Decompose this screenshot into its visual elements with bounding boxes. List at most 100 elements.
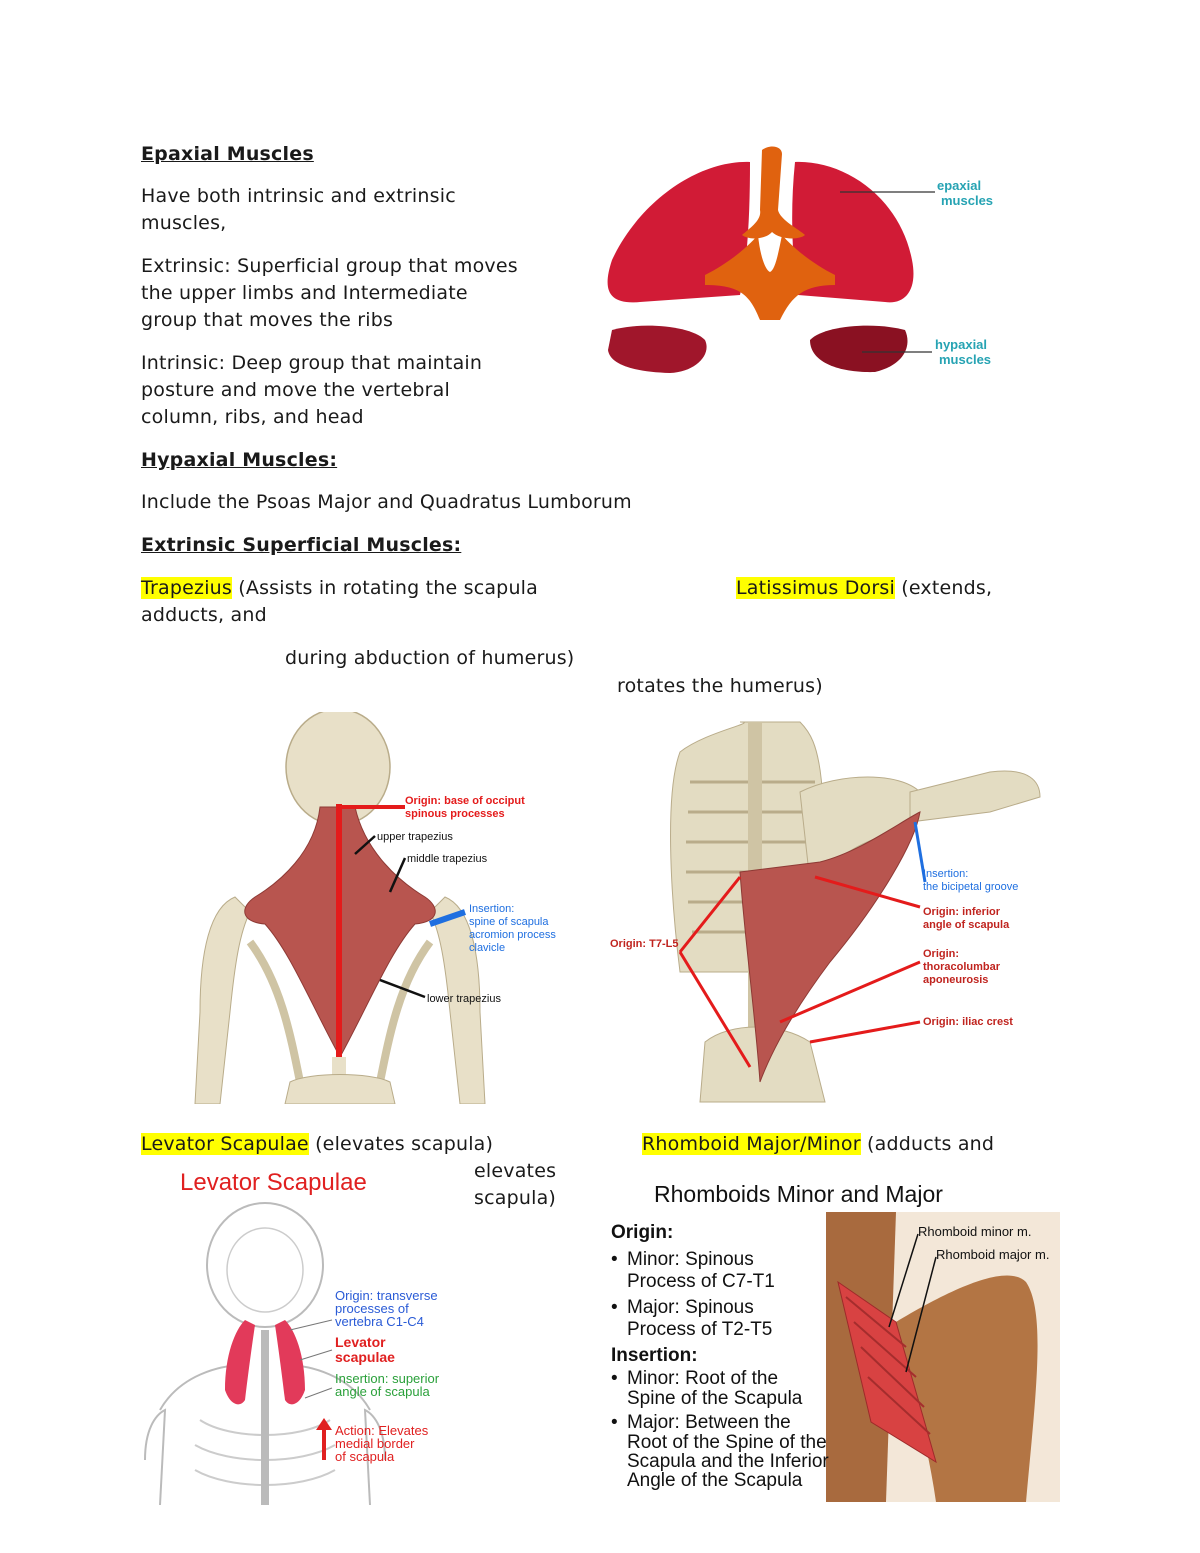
rh-insertion-heading: Insertion:: [611, 1345, 698, 1366]
left-epaxial-muscle: [607, 161, 750, 303]
lat-origin-thoraco-1: Origin:: [923, 948, 959, 960]
extrinsic-heading: Extrinsic Superficial Muscles:: [141, 534, 462, 556]
latissimus-name: Latissimus Dorsi: [736, 577, 895, 599]
lat-t7-arrow-b: [678, 876, 742, 953]
lat-insertion-2: the bicipetal groove: [923, 881, 1018, 893]
rhomboids-diagram: Rhomboids Minor and Major Rhomboid minor…: [611, 1181, 1060, 1502]
arm-outline: [144, 1408, 386, 1505]
epaxial-p2-line2: the upper limbs and Intermediate: [141, 282, 468, 304]
lev-name-1: Levator: [335, 1334, 386, 1350]
rh-bullet-1: •: [611, 1249, 618, 1270]
latissimus-desc2: adducts, and: [141, 604, 267, 626]
label-epaxial-1: epaxial: [937, 178, 981, 193]
lat-origin-inferior-2: angle of scapula: [923, 919, 1010, 931]
lev-insertion-1: Insertion: superior: [335, 1371, 440, 1386]
epaxial-p3-line2: posture and move the vertebral: [141, 379, 450, 401]
levator-name: Levator Scapulae: [141, 1133, 309, 1155]
rhomboid-label-minor: Rhomboid minor m.: [918, 1224, 1031, 1239]
lev-action-arrow: [316, 1418, 332, 1460]
latissimus-desc1: (extends,: [894, 577, 993, 599]
rhomboid-name: Rhomboid Major/Minor: [642, 1133, 861, 1155]
rhomboid-desc2: elevates: [474, 1160, 557, 1182]
right-arm: [429, 896, 486, 1104]
trapezius-desc2: during abduction of humerus): [285, 647, 575, 669]
trap-insertion-1: Insertion:: [469, 903, 514, 915]
trapezius-diagram: Origin: base of occiput spinous processe…: [194, 712, 556, 1104]
right-epaxial-muscle: [792, 161, 914, 303]
lat-inferior-arrow: [814, 875, 921, 909]
epaxial-p2-line3: group that moves the ribs: [141, 309, 394, 331]
lat-origin-t7: Origin: T7-L5: [610, 938, 678, 950]
rh-origin-major-1: Major: Spinous: [627, 1297, 754, 1318]
epaxial-heading: Epaxial Muscles: [141, 143, 314, 165]
levator-line1: Levator Scapulae (elevates scapula): [141, 1131, 493, 1158]
lev-origin-3: vertebra C1-C4: [335, 1314, 424, 1329]
rhomboid-desc3: scapula): [474, 1187, 557, 1209]
levator-title: Levator Scapulae: [180, 1169, 367, 1196]
middle-arrow: [388, 857, 407, 893]
rh-origin-heading: Origin:: [611, 1222, 673, 1243]
hypaxial-heading: Hypaxial Muscles:: [141, 449, 338, 471]
lev-name-2: scapulae: [335, 1349, 395, 1365]
trap-insertion-4: clavicle: [469, 942, 505, 954]
rh-bullet-4: •: [611, 1412, 618, 1433]
rh-insertion-major-1: Major: Between the: [627, 1412, 791, 1433]
label-hypaxial-2: muscles: [939, 352, 991, 367]
lat-origin-inferior-1: Origin: inferior: [923, 906, 1001, 918]
rhomboid-fibers: [845, 1296, 931, 1435]
latissimus-line1: Latissimus Dorsi (extends,: [736, 575, 992, 602]
left-arm: [194, 896, 251, 1104]
levator-diagram: Levator Scapulae Origin: transverse proc…: [144, 1169, 440, 1505]
lev-action-2: medial border: [335, 1436, 415, 1451]
left-hypaxial-muscle: [608, 325, 707, 373]
lev-origin-1: Origin: transverse: [335, 1288, 438, 1303]
rh-origin-minor-2: Process of C7-T1: [627, 1271, 775, 1292]
rhomboid-desc1: (adducts and: [860, 1133, 995, 1155]
lat-origin-thoraco-2: thoracolumbar: [923, 961, 1001, 973]
insertion-arrow: [429, 909, 466, 927]
pelvis: [284, 1074, 396, 1104]
right-hypaxial-muscle: [810, 325, 908, 373]
lat-origin-iliac: Origin: iliac crest: [923, 1016, 1013, 1028]
rh-bullet-2: •: [611, 1297, 618, 1318]
lat-origin-thoraco-3: aponeurosis: [923, 974, 988, 986]
rh-origin-major-2: Process of T2-T5: [627, 1319, 772, 1340]
spinous-process: [742, 146, 805, 239]
rh-insertion-major-3: Scapula and the Inferior: [627, 1451, 829, 1472]
lat-insertion-arrow: [913, 821, 927, 883]
trapezius-name: Trapezius: [141, 577, 233, 599]
left-levator-muscle: [225, 1320, 255, 1405]
lat-t7-arrow-a: [678, 951, 752, 1068]
humerus: [909, 770, 1041, 823]
lat-insertion-1: Insertion:: [923, 868, 968, 880]
epaxial-p1-line2: muscles,: [141, 212, 227, 234]
lev-action-3: of scapula: [335, 1449, 395, 1464]
lev-name-line: [299, 1349, 333, 1361]
lev-action-1: Action: Elevates: [335, 1423, 429, 1438]
right-levator-muscle: [275, 1320, 305, 1405]
lower-arrow: [379, 978, 426, 999]
skull-inner: [226, 1227, 304, 1313]
rh-insertion-major-4: Angle of the Scapula: [627, 1470, 803, 1491]
trap-origin-2: spinous processes: [405, 808, 505, 820]
lev-insertion-2: angle of scapula: [335, 1384, 430, 1399]
label-hypaxial-1: hypaxial: [935, 337, 987, 352]
lev-origin-line: [289, 1319, 333, 1331]
trapezius-desc1: (Assists in rotating the scapula: [232, 577, 539, 599]
lev-insertion-line: [304, 1387, 333, 1399]
lat-thoraco-arrow: [779, 960, 921, 1024]
rhomboid-text-list: Origin: • Minor: Spinous Process of C7-T…: [611, 1222, 829, 1491]
skull-outline: [206, 1202, 324, 1328]
epaxial-p2-line1: Extrinsic: Superficial group that moves: [141, 255, 518, 277]
hypaxial-text: Include the Psoas Major and Quadratus Lu…: [141, 491, 632, 513]
major-leader: [905, 1256, 937, 1373]
upper-arrow: [354, 835, 376, 855]
lat-iliac-arrow: [809, 1020, 921, 1044]
levator-desc1: (elevates scapula): [308, 1133, 494, 1155]
trap-upper: upper trapezius: [377, 831, 453, 843]
trap-origin-1: Origin: base of occiput: [405, 795, 525, 807]
latissimus-diagram: Insertion: the bicipetal groove Origin: …: [610, 721, 1041, 1103]
rh-insertion-minor-1: Minor: Root of the: [627, 1368, 778, 1389]
epaxial-p3-line1: Intrinsic: Deep group that maintain: [141, 352, 483, 374]
trap-lower: lower trapezius: [427, 993, 501, 1005]
